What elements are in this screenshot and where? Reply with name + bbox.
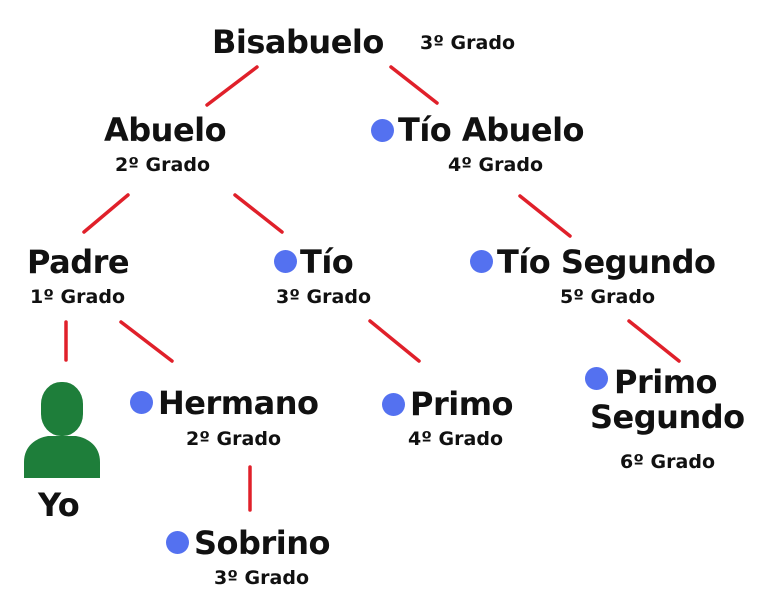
line-tio-abuelo-tio-segundo (518, 194, 572, 238)
node-primo-segundo-grade: 6º Grado (620, 451, 715, 473)
line-bisabuelo-abuelo (205, 65, 259, 107)
node-hermano-grade: 2º Grado (186, 428, 281, 450)
node-tio-abuelo-name: Tío Abuelo (398, 111, 585, 149)
node-tio-segundo-name: Tío Segundo (497, 243, 716, 281)
node-primo-segundo-name-line1: Primo (614, 363, 718, 401)
line-tio-primo (368, 319, 421, 363)
line-tio-segundo-primo-segundo (627, 319, 681, 363)
node-hermano-name: Hermano (158, 384, 319, 422)
node-tio-segundo-grade: 5º Grado (560, 286, 655, 308)
blue-dot-icon (166, 531, 189, 554)
blue-dot-icon (470, 250, 493, 273)
node-primo-segundo-name-line2: Segundo (590, 398, 745, 436)
node-bisabuelo-name: Bisabuelo (212, 23, 384, 61)
node-tio-abuelo-grade: 4º Grado (448, 154, 543, 176)
node-sobrino-grade: 3º Grado (214, 567, 309, 589)
blue-dot-icon (130, 391, 153, 414)
node-primo-name: Primo (410, 385, 514, 423)
node-yo-name: Yo (38, 486, 80, 524)
person-icon (24, 382, 100, 478)
blue-dot-icon (585, 367, 608, 390)
blue-dot-icon (274, 250, 297, 273)
blue-dot-icon (382, 393, 405, 416)
node-sobrino-name: Sobrino (194, 524, 330, 562)
node-padre-grade: 1º Grado (30, 286, 125, 308)
node-primo-grade: 4º Grado (408, 428, 503, 450)
node-tio-grade: 3º Grado (276, 286, 371, 308)
line-padre-hermano (119, 320, 174, 363)
node-tio-name: Tío (300, 243, 354, 281)
node-padre-name: Padre (27, 243, 130, 281)
node-abuelo-name: Abuelo (104, 111, 227, 149)
line-bisabuelo-tio-abuelo (389, 65, 439, 105)
blue-dot-icon (371, 119, 394, 142)
line-abuelo-tio (233, 193, 284, 234)
node-bisabuelo-grade: 3º Grado (420, 32, 515, 54)
line-abuelo-padre (82, 193, 130, 234)
node-abuelo-grade: 2º Grado (115, 154, 210, 176)
